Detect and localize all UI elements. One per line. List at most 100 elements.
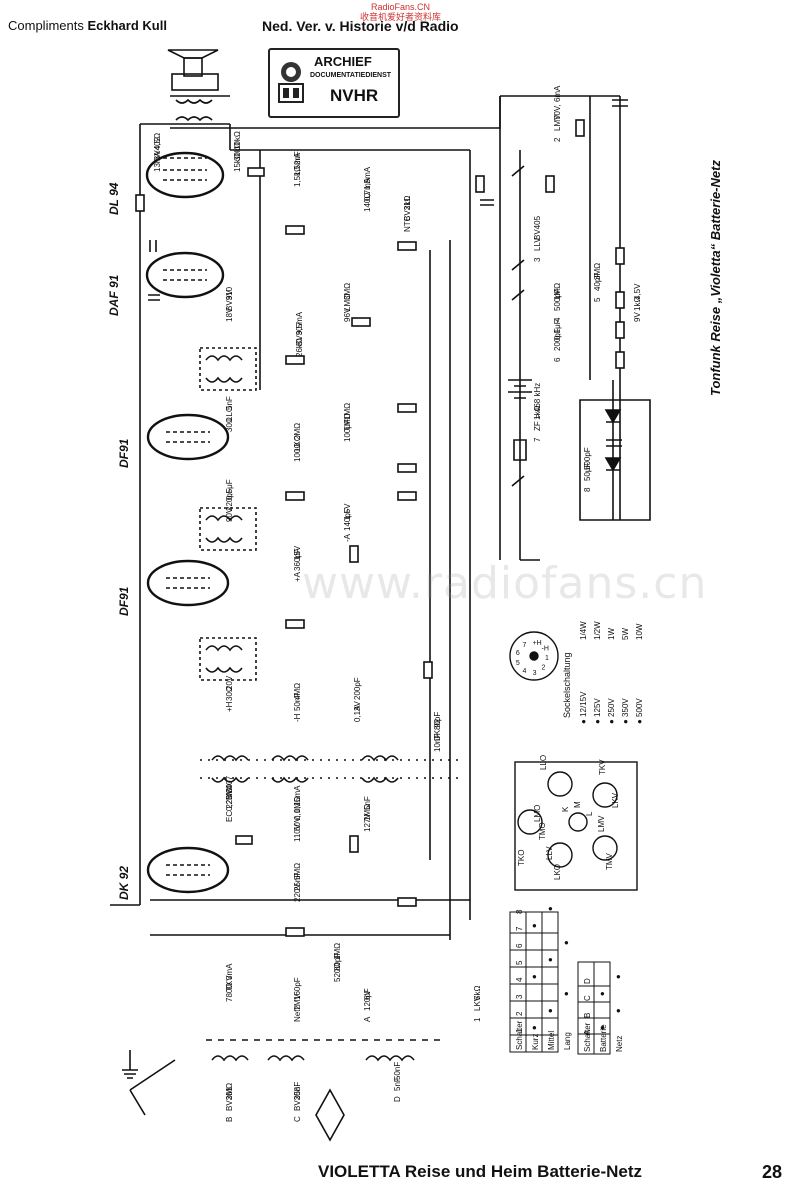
- component-label: 40pF: [593, 273, 602, 291]
- switch-table-header: 2: [515, 1011, 524, 1016]
- component-label: 1,5mA: [363, 166, 372, 190]
- switch-table-row-label: Mittel: [547, 1031, 556, 1050]
- component-label: 25nF: [293, 873, 302, 891]
- coil-label: TMO: [538, 822, 547, 840]
- component-label: 30Ω: [225, 417, 234, 432]
- power-table-header: C: [583, 995, 592, 1001]
- component-label: 0,2MΩ: [225, 787, 234, 811]
- tube-pin-label: 1: [545, 655, 549, 662]
- component-label: 200pF: [353, 677, 362, 700]
- watermark-mid: www.radiofans.cn: [302, 558, 708, 609]
- component-label: 3mA: [225, 963, 234, 980]
- component-label: 2kΩ: [403, 196, 412, 210]
- component-label: 0,5μF: [225, 479, 234, 500]
- component-label: 30kΩ: [233, 142, 242, 161]
- tube-pin-label: 7: [523, 642, 527, 649]
- component-label: 1,5V: [343, 503, 352, 520]
- tube-pin-label: +H: [533, 640, 542, 647]
- component-label: 20V: [225, 675, 234, 690]
- switch-dot: ●: [532, 1023, 537, 1032]
- component-label: 1: [473, 1017, 482, 1022]
- power-dot: ●: [600, 989, 605, 998]
- coil-label: TMV: [605, 852, 614, 870]
- association-name: Ned. Ver. v. Historie v/d Radio: [262, 18, 459, 34]
- component-label: -A: [343, 533, 352, 542]
- component-label: C: [293, 1116, 302, 1122]
- component-label: 9V: [225, 290, 234, 300]
- tube-pin-label: 2: [541, 665, 545, 672]
- component-label: 80pF: [333, 953, 342, 971]
- wattage-legend-item: 1/2W: [593, 621, 602, 640]
- power-table-header: D: [583, 978, 592, 984]
- switch-dot: ●: [532, 921, 537, 930]
- component-label: 13mA: [153, 150, 162, 172]
- component-label: BV301: [225, 1086, 234, 1111]
- switch-table-header: 1: [515, 1028, 524, 1033]
- switch-table-row-label: Kurz: [531, 1034, 540, 1050]
- switch-table-header: 5: [515, 960, 524, 965]
- component-label: 5kΩ: [473, 986, 482, 1000]
- coil-label: TKO: [517, 850, 526, 866]
- component-label: 2nF: [293, 151, 302, 165]
- component-label: TMO: [343, 413, 352, 431]
- side-title: Tonfunk Reise „Violetta“ Batterie-Netz: [708, 160, 723, 396]
- voltage-legend-item: ● 125V: [593, 698, 602, 724]
- stamp-subtitle: DOCUMENTATIEDIENST: [310, 72, 392, 79]
- component-label: 30Ω: [225, 686, 234, 701]
- wattage-legend-item: 5W: [621, 628, 630, 640]
- component-label: 0,1MΩ: [293, 796, 302, 820]
- coil-label: LKO: [553, 864, 562, 880]
- switch-table-header: 8: [515, 909, 524, 914]
- coil-label: M: [573, 801, 582, 808]
- component-label: 1kΩ: [533, 406, 542, 420]
- voltage-legend-item: ● 350V: [621, 698, 630, 724]
- voltage-legend-item: ● 250V: [607, 698, 616, 724]
- component-label: 0,7mA: [363, 177, 372, 201]
- tube-base-title: Sockelschaltung: [562, 652, 572, 718]
- component-label: 780Ω: [225, 983, 234, 1002]
- tube-label: DF91: [117, 438, 131, 468]
- switch-table-header: 6: [515, 943, 524, 948]
- tube-pin-label: 3: [533, 670, 537, 677]
- component-label: BV310: [225, 286, 234, 311]
- component-label: 520Ω: [333, 963, 342, 982]
- page-footer: VIOLETTA Reise und Heim Batterie-Netz: [318, 1162, 642, 1182]
- component-label: 50nF: [293, 693, 302, 711]
- component-label: -H: [293, 713, 302, 722]
- ground-icon: [122, 1050, 138, 1079]
- component-label: 25nF: [293, 1082, 302, 1100]
- component-label: 140Ω: [363, 193, 372, 212]
- footer-title-rest: Reise und Heim Batterie-Netz: [404, 1162, 643, 1181]
- coil-label: LLO: [539, 755, 548, 770]
- page-number: 28: [762, 1162, 783, 1182]
- switch-table-header: 3: [515, 994, 524, 999]
- component-label: BV311: [403, 197, 412, 221]
- component-label: 4: [553, 317, 562, 322]
- tube-daf91-icon: [145, 251, 225, 299]
- switch-dot: ●: [564, 938, 569, 947]
- component-label: 18V: [225, 307, 234, 322]
- component-label: D: [393, 1096, 402, 1102]
- power-table-row-label: Batterie: [599, 1024, 608, 1052]
- component-label: 220pF: [225, 488, 234, 511]
- component-label: NTC: [403, 215, 412, 232]
- watermark-top: RadioFans.CN 收音机爱好者资料库: [360, 2, 441, 22]
- tube-base-diagram: [509, 631, 559, 681]
- coil-label: LLV: [545, 846, 554, 860]
- switch-table-row-label: Lang: [563, 1032, 572, 1050]
- component-label: 90V: [225, 507, 234, 522]
- component-label: 26kΩ: [295, 338, 304, 357]
- antenna-icon: [129, 1059, 176, 1116]
- component-label: TMV: [293, 993, 302, 1011]
- tube-label: DK 92: [117, 866, 131, 900]
- switch-dot: ●: [548, 1006, 553, 1015]
- voltage-legend-item: ● 500V: [635, 698, 644, 724]
- component-label: 120pF: [363, 988, 372, 1011]
- speaker-icon: [167, 49, 219, 91]
- component-label: 1kΩ: [633, 297, 642, 311]
- component-label: 110V: [293, 823, 302, 842]
- watermark-line2: 收音机爱好者资料库: [360, 12, 442, 22]
- component-label: 50μF: [583, 462, 592, 481]
- tube-pin-label: -H: [541, 645, 548, 652]
- component-label: 1MΩ: [343, 403, 352, 420]
